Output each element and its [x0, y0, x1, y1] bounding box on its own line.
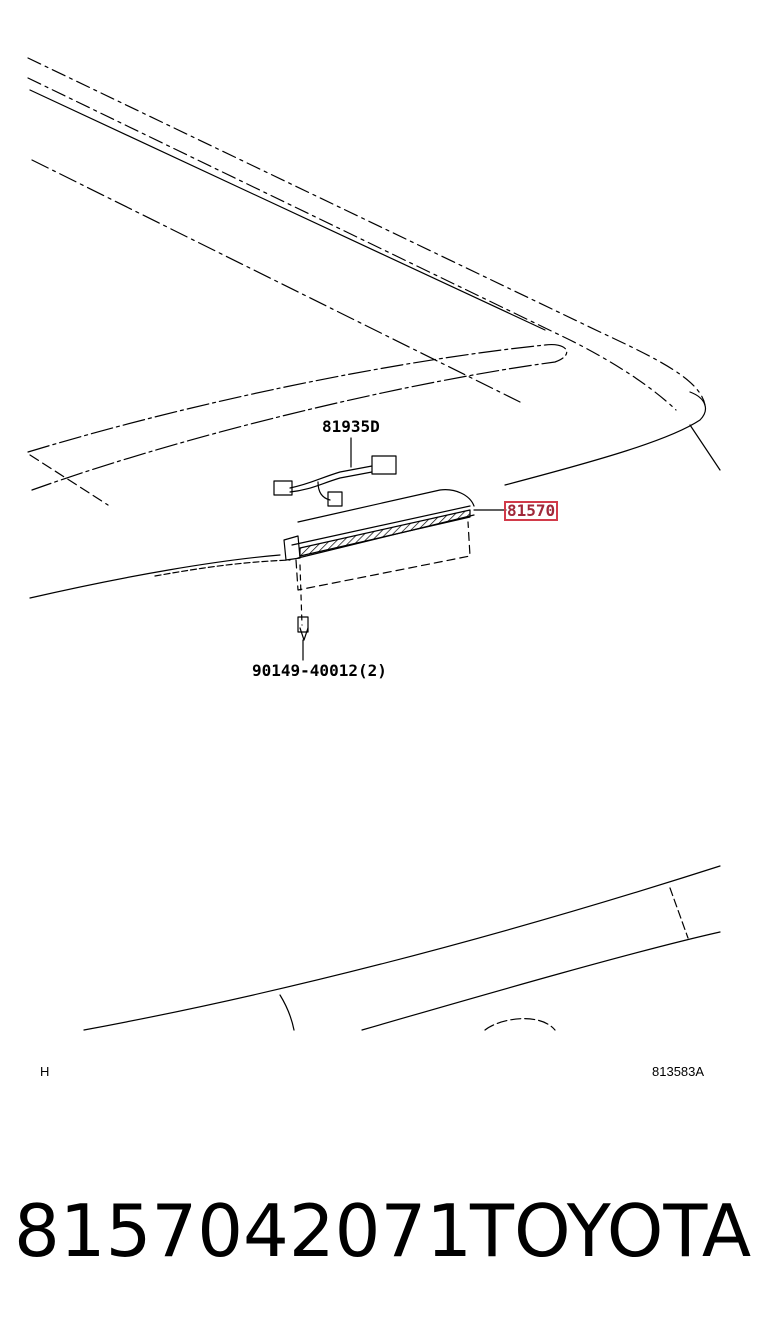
- lamp-mount-dashed: [295, 521, 471, 591]
- roof-edge-line: [29, 89, 546, 331]
- spoiler-lower: [504, 391, 707, 486]
- part-number: 8157042071: [14, 1189, 473, 1273]
- lamp-lens-hatch: [299, 509, 471, 557]
- parts-diagram: [27, 57, 721, 1031]
- harness-wire: [289, 465, 373, 489]
- body-vertical-right: [689, 424, 721, 471]
- brand-name: TOYOTA: [470, 1189, 752, 1273]
- lower-body-arc: [484, 1018, 556, 1031]
- lower-body-outer: [83, 865, 721, 1031]
- glass-diagonal: [31, 159, 521, 403]
- cross-dash: [29, 454, 109, 506]
- screw-head: [299, 627, 309, 641]
- lamp-end-cap: [283, 535, 301, 561]
- harness-connector-right: [371, 455, 397, 475]
- lamp-lens-upper: [291, 505, 471, 546]
- callout-screw-90149-40012[interactable]: 90149-40012(2): [252, 661, 387, 680]
- callout-lamp-81570[interactable]: 81570: [504, 501, 559, 521]
- illustration-code: 813583A: [652, 1064, 705, 1079]
- roof-edge-inner: [27, 77, 677, 411]
- spoiler-contour: [27, 343, 568, 491]
- harness-connector-left: [273, 480, 293, 496]
- screw-axis: [299, 564, 303, 626]
- callout-harness-81935d[interactable]: 81935D: [322, 417, 380, 436]
- harness-connector-mid: [327, 491, 343, 507]
- corner-mark: H: [40, 1064, 50, 1079]
- roof-edge-outer: [27, 57, 706, 406]
- lower-body-divider: [669, 887, 689, 939]
- lower-body-inner: [361, 931, 721, 1031]
- screw-body: [297, 616, 309, 633]
- lamp-housing-top: [297, 489, 475, 523]
- lower-body-notch: [279, 994, 295, 1031]
- body-lower-line-2: [154, 559, 291, 577]
- body-lower-line: [29, 554, 281, 599]
